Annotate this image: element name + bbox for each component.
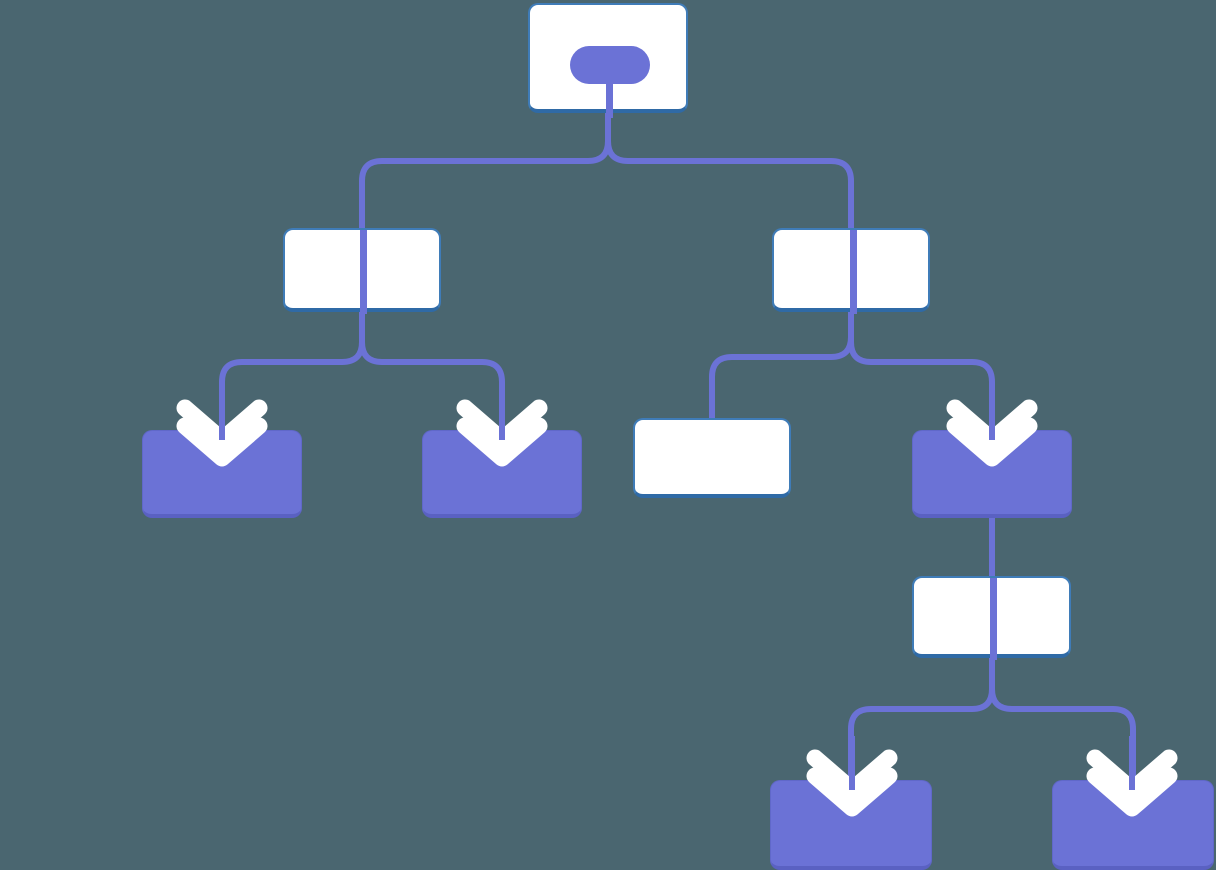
diagram-node-root[interactable] xyxy=(528,3,688,118)
diagram-node-n-l3[interactable] xyxy=(912,576,1071,660)
diagram-node-n-l4-right[interactable] xyxy=(1052,780,1214,870)
diagram-node-n-l2-b[interactable] xyxy=(422,430,582,518)
diagram-node-n-l2-c[interactable] xyxy=(633,418,791,498)
node-passthrough-line xyxy=(990,578,997,660)
diagram-node-n-l4-left[interactable] xyxy=(770,780,932,870)
diagram-node-n-l2-d[interactable] xyxy=(912,430,1072,518)
node-passthrough-line xyxy=(606,65,613,118)
diagram-node-n-l1-right[interactable] xyxy=(772,228,930,314)
diagram-node-n-l1-left[interactable] xyxy=(283,228,441,314)
node-passthrough-line xyxy=(360,230,367,314)
node-passthrough-line xyxy=(850,230,857,314)
diagram-node-n-l2-a[interactable] xyxy=(142,430,302,518)
